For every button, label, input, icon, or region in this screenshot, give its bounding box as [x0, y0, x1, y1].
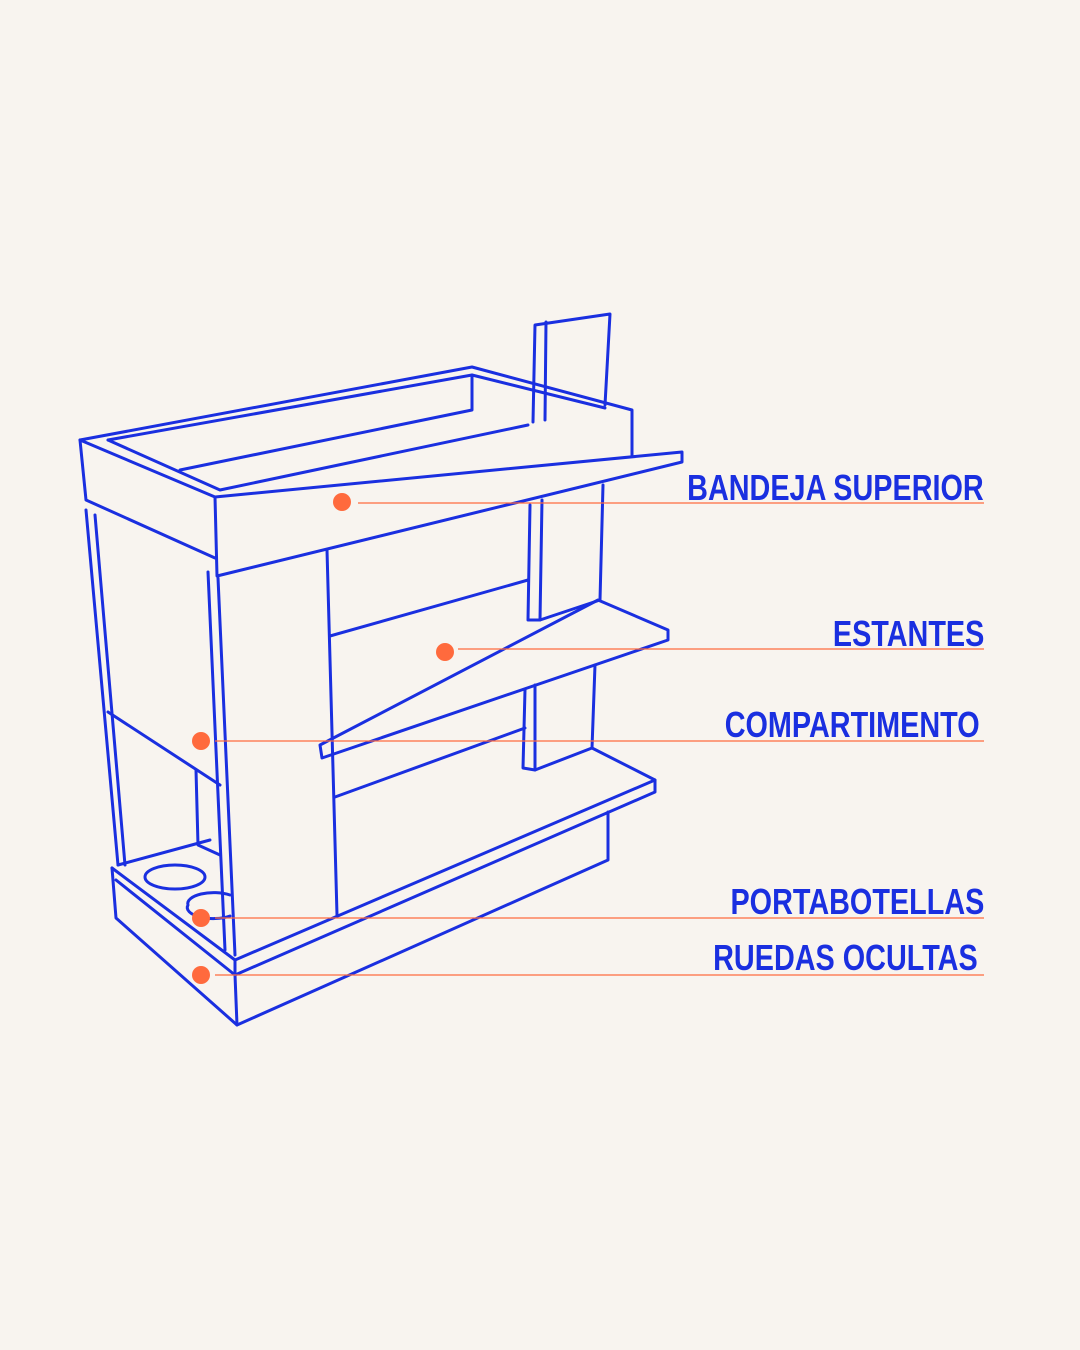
- callout-dot-portabotellas: [192, 909, 210, 927]
- label-estantes: ESTANTES: [832, 613, 984, 654]
- leader-lines: [215, 502, 984, 976]
- callout-dot-compartimento: [192, 732, 210, 750]
- callout-dot-estantes: [436, 643, 454, 661]
- callout-dot-bandeja: [333, 493, 351, 511]
- label-ruedas-ocultas: RUEDAS OCULTAS: [713, 937, 978, 978]
- bottle-hole: [143, 863, 207, 891]
- callout-dots: [192, 493, 454, 984]
- label-compartimento: COMPARTIMENTO: [725, 704, 980, 745]
- bottle-hole: [185, 891, 232, 921]
- label-portabotellas: PORTABOTELLAS: [730, 881, 984, 922]
- label-bandeja-superior: BANDEJA SUPERIOR: [687, 467, 984, 508]
- cart-outline: [78, 312, 684, 1027]
- callout-dot-ruedas: [192, 966, 210, 984]
